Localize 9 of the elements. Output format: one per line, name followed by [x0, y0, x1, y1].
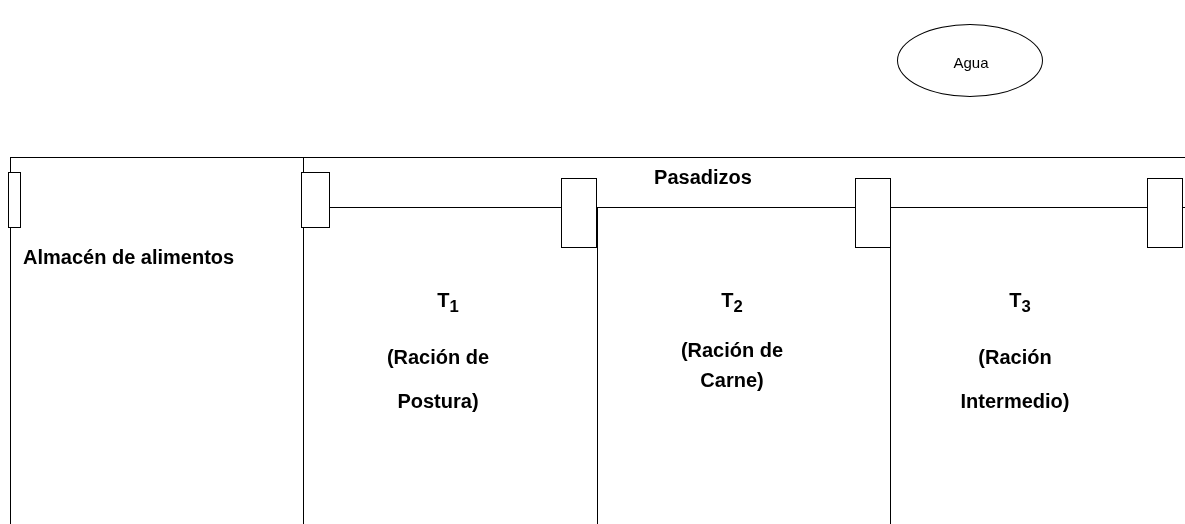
- ration-label: (Ración Intermedio): [959, 345, 1071, 414]
- room-label: T$_{2}$: [720, 289, 744, 318]
- room-label: T$_{1}$: [436, 289, 460, 318]
- room-label: Pasadizos: [653, 166, 753, 189]
- room-label: Almacén de alimentos: [23, 246, 236, 269]
- room-label: Agua: [952, 53, 990, 73]
- ration-label: (Ración de Postura): [385, 345, 491, 414]
- room-label: T$_{3}$: [1008, 289, 1032, 318]
- ration-label: (Ración de Carne): [679, 338, 785, 393]
